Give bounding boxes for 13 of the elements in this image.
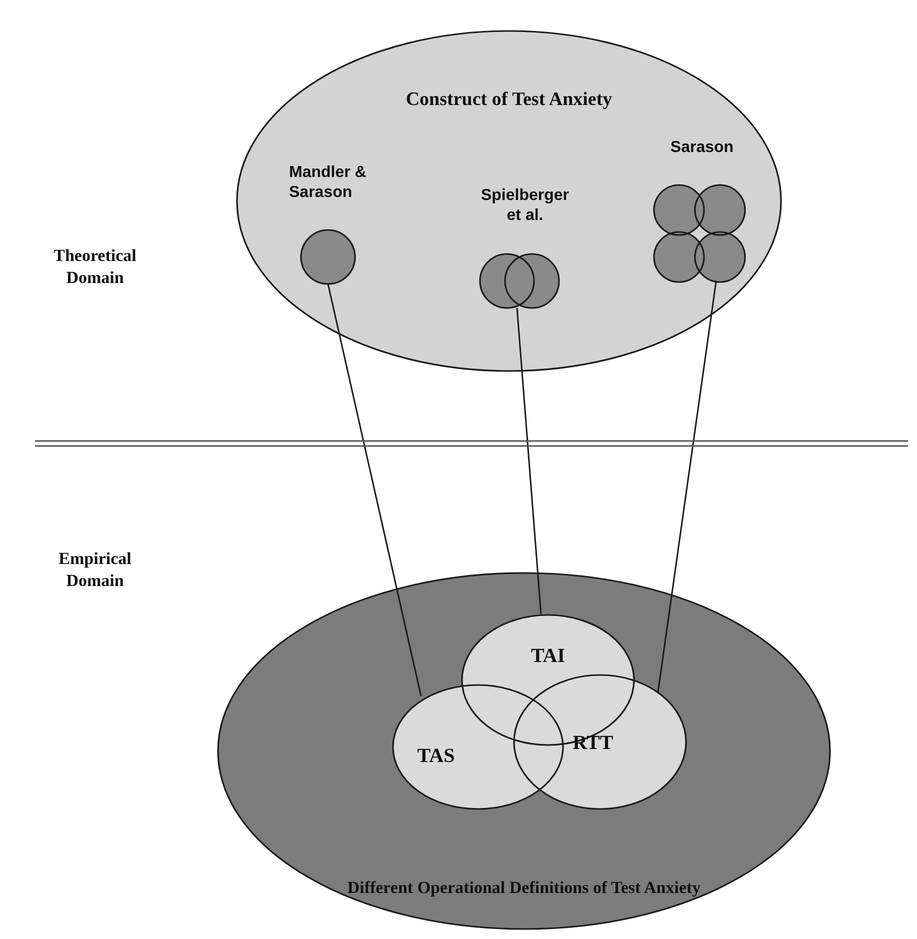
- connector-line: [657, 282, 717, 692]
- theorist-label: Mandler & Sarason: [289, 163, 368, 203]
- connector-line: [327, 284, 422, 696]
- ellipse-title: Construct of Test Anxiety: [404, 88, 614, 112]
- domain-label: Theoretical Domain: [52, 245, 138, 290]
- ellipse-caption: Different Operational Definitions of Test Anxiety: [346, 877, 702, 898]
- measure-label: TAS: [416, 744, 456, 769]
- connector-line: [516, 308, 542, 614]
- measure-label: TAI: [530, 644, 566, 669]
- theorist-label: Sarason: [669, 138, 735, 158]
- measure-label: RTT: [572, 731, 614, 756]
- theorist-label: Spielberger et al.: [480, 186, 570, 226]
- domain-label: Empirical Domain: [58, 548, 132, 592]
